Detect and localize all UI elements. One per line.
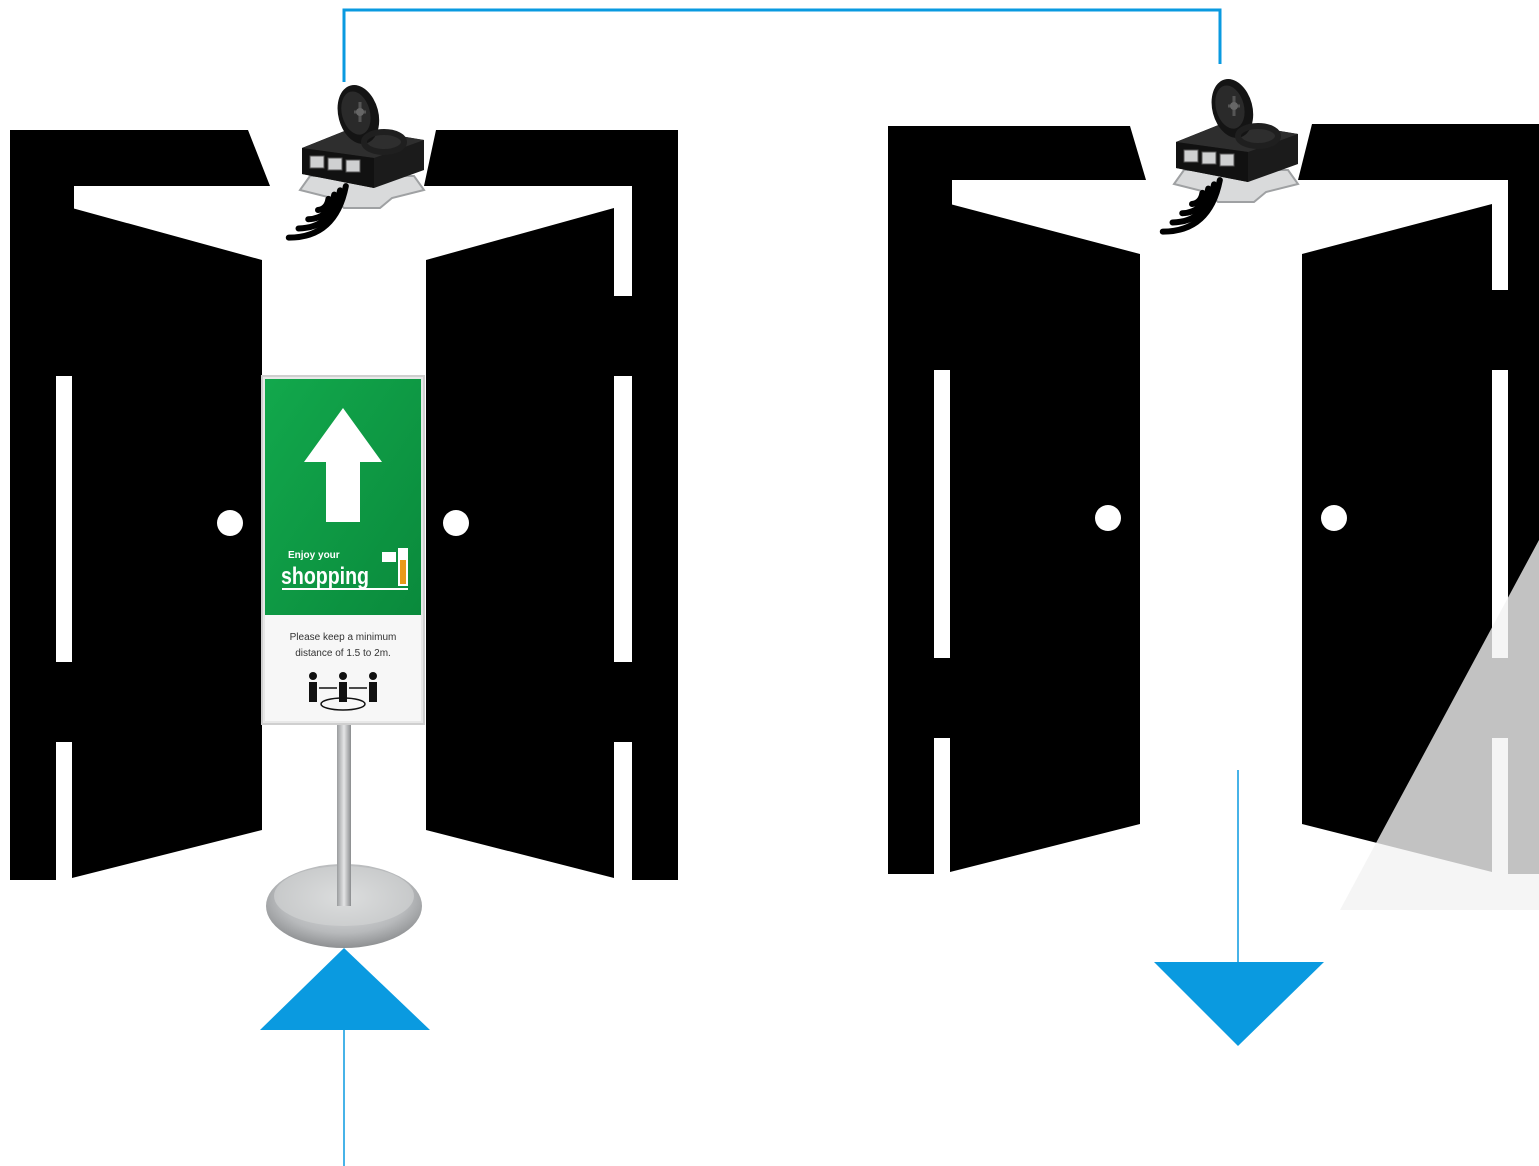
up-triangle-icon (260, 948, 430, 1030)
entrance-left-door-knob (217, 510, 243, 536)
entrance-left-door (72, 208, 262, 878)
raspberry-pi-sensor-icon (1174, 74, 1298, 202)
sign-small-text: Enjoy your (288, 550, 340, 561)
exit-left-door-knob (1095, 505, 1121, 531)
sign-notice-line2: distance of 1.5 to 2m. (295, 648, 391, 659)
sign-stand (266, 722, 422, 948)
sign-notice-line1: Please keep a minimum (290, 632, 397, 643)
raspberry-pi-sensor-icon (300, 80, 424, 208)
down-triangle-icon (1154, 962, 1324, 1046)
network-link-line (344, 10, 1220, 82)
entrance-right-door-knob (443, 510, 469, 536)
sign-big-text: shopping (281, 563, 369, 590)
shopping-sign: Enjoy your shopping Please keep a minimu… (262, 376, 424, 724)
entrance-right-door (426, 208, 614, 878)
exit-right-door-knob (1321, 505, 1347, 531)
exit-left-door (950, 204, 1140, 872)
